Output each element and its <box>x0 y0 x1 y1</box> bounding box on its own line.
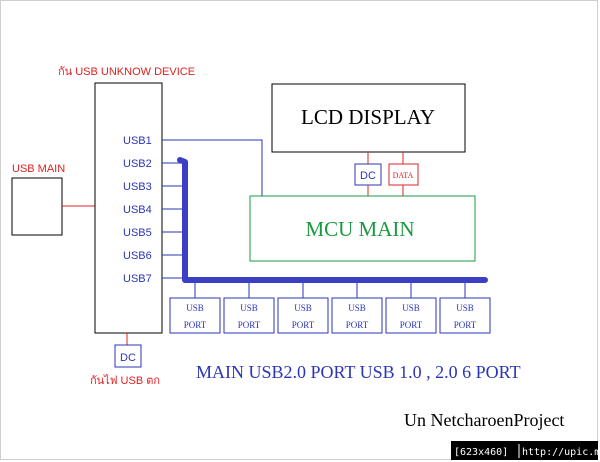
usb-port-box-line1: USB <box>348 303 366 313</box>
bottom-dc-label: DC <box>120 352 136 364</box>
usb-port-box-line2: PORT <box>238 320 261 330</box>
bottom-note: กันไฟ USB ตก <box>90 374 160 387</box>
usb-port-box-line2: PORT <box>346 320 369 330</box>
lcd-display-box <box>271 83 466 153</box>
mcu-main-label: MCU MAIN <box>305 217 414 241</box>
usb-port-box-line1: USB <box>402 303 420 313</box>
port-boxes: USB PORT USB PORT USB PORT USB PORT USB PORT USB PO… <box>169 283 491 334</box>
usb-bus <box>177 157 488 283</box>
usb-port-box-line2: PORT <box>184 320 207 330</box>
usb-main-box <box>11 177 63 236</box>
bottom-dc-box <box>114 344 142 368</box>
lcd-dc-label: DC <box>360 170 376 182</box>
usb-port-box-frame <box>331 297 383 334</box>
usb-port-box: USB PORT <box>169 283 221 334</box>
usb-port-label: USB7 <box>123 273 152 285</box>
usb-port-box-line2: PORT <box>454 320 477 330</box>
usb-port-label: USB4 <box>123 204 152 216</box>
caption: MAIN USB2.0 PORT USB 1.0 , 2.0 6 PORT <box>196 362 521 382</box>
top-note: กัน USB UNKNOW DEVICE <box>58 66 195 78</box>
usb-port-label: USB5 <box>123 227 152 239</box>
usb-port-label: USB2 <box>123 158 152 170</box>
usb-port-box-frame <box>385 297 437 334</box>
usb-port-ticks <box>162 162 185 279</box>
usb-main-label: USB MAIN <box>12 163 65 175</box>
usb-port-box-frame <box>277 297 329 334</box>
usb-port-label: USB1 <box>123 135 152 147</box>
credit: Un NetcharoenProject <box>404 410 564 430</box>
usb-port-box-line1: USB <box>186 303 204 313</box>
lcd-data-label: DATA <box>393 171 414 180</box>
hub-chip-box <box>94 82 163 334</box>
usb-port-box: USB PORT <box>223 283 275 334</box>
usb-port-box-line1: USB <box>240 303 258 313</box>
lcd-display-label: LCD DISPLAY <box>301 105 435 129</box>
usb1-mcu-link <box>162 139 263 196</box>
watermark-url: http://upic.me/ <box>522 447 600 458</box>
usb-port-box-line2: PORT <box>292 320 315 330</box>
usb-port-box: USB PORT <box>439 283 491 334</box>
usb-port-label: USB3 <box>123 181 152 193</box>
watermark-bar <box>451 441 598 460</box>
usb-port-box-line1: USB <box>294 303 312 313</box>
mcu-main-box <box>249 195 476 262</box>
usb-port-box: USB PORT <box>331 283 383 334</box>
usb-port-box-frame <box>223 297 275 334</box>
usb-port-box: USB PORT <box>277 283 329 334</box>
usb-port-label: USB6 <box>123 250 152 262</box>
watermark-size: [623x460] <box>454 447 508 458</box>
usb-port-box-line1: USB <box>456 303 474 313</box>
usb-port-box: USB PORT <box>385 283 437 334</box>
usb-port-box-line2: PORT <box>400 320 423 330</box>
usb-port-box-frame <box>169 297 221 334</box>
